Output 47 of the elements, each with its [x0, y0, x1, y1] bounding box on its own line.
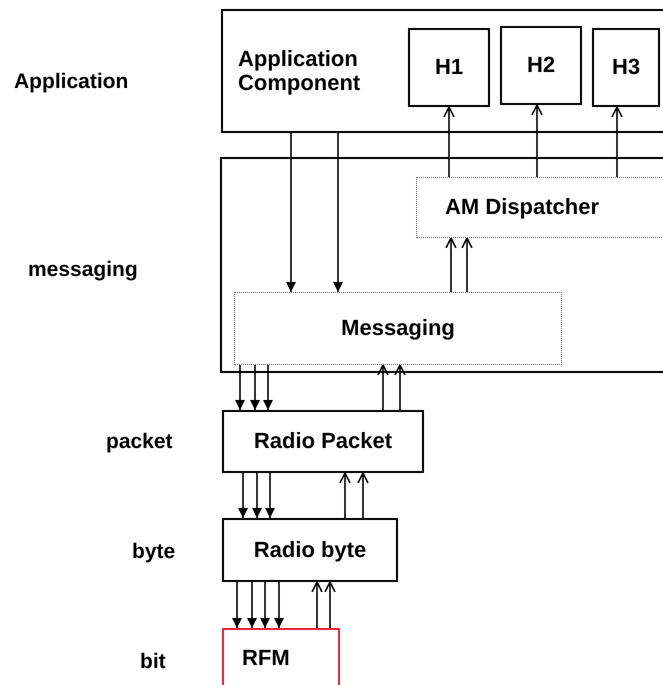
arrow: [250, 365, 260, 410]
layer-label: messaging: [28, 258, 138, 282]
node-label: H3: [612, 55, 640, 80]
arrow: [443, 106, 455, 177]
node-label: Radio Packet: [254, 429, 392, 454]
arrow: [263, 365, 273, 410]
arrow: [339, 472, 351, 518]
layer-label: byte: [132, 540, 176, 564]
arrow: [377, 364, 389, 410]
arrow: [265, 473, 275, 518]
arrow: [252, 473, 262, 518]
node-label: RFM: [242, 646, 290, 670]
node-label: H1: [434, 55, 464, 80]
arrow: [311, 581, 323, 628]
node-label: Radio byte: [254, 538, 366, 562]
arrow: [235, 365, 245, 410]
process-box: [222, 410, 424, 473]
process-box: [592, 28, 660, 107]
arrow: [238, 473, 248, 518]
arrow: [260, 582, 270, 628]
messaging-box: [234, 292, 562, 365]
node-label: H2: [526, 53, 556, 78]
process-box: [222, 518, 398, 582]
node-label: AM Dispatcher: [445, 195, 600, 220]
arrow: [232, 582, 242, 628]
arrow: [394, 364, 406, 410]
component-box: [221, 9, 663, 133]
process-box: [500, 26, 582, 105]
hardware-box: [222, 628, 340, 685]
process-box: [408, 28, 490, 107]
arrow: [247, 582, 257, 628]
arrow: [286, 133, 296, 292]
layer-box: [220, 157, 663, 373]
layer-label: bit: [140, 650, 166, 674]
arrow: [333, 133, 343, 292]
arrow: [445, 237, 457, 292]
node-label: Application Component: [238, 46, 362, 96]
arrow: [324, 581, 336, 628]
layer-label: packet: [106, 430, 173, 454]
dispatcher-box: [416, 177, 663, 238]
layer-label: Application: [14, 70, 128, 94]
arrow: [274, 582, 284, 628]
node-label: Messaging: [341, 316, 455, 341]
arrow: [461, 237, 473, 292]
arrow: [531, 104, 543, 177]
arrow: [611, 106, 623, 177]
arrow: [357, 472, 369, 518]
